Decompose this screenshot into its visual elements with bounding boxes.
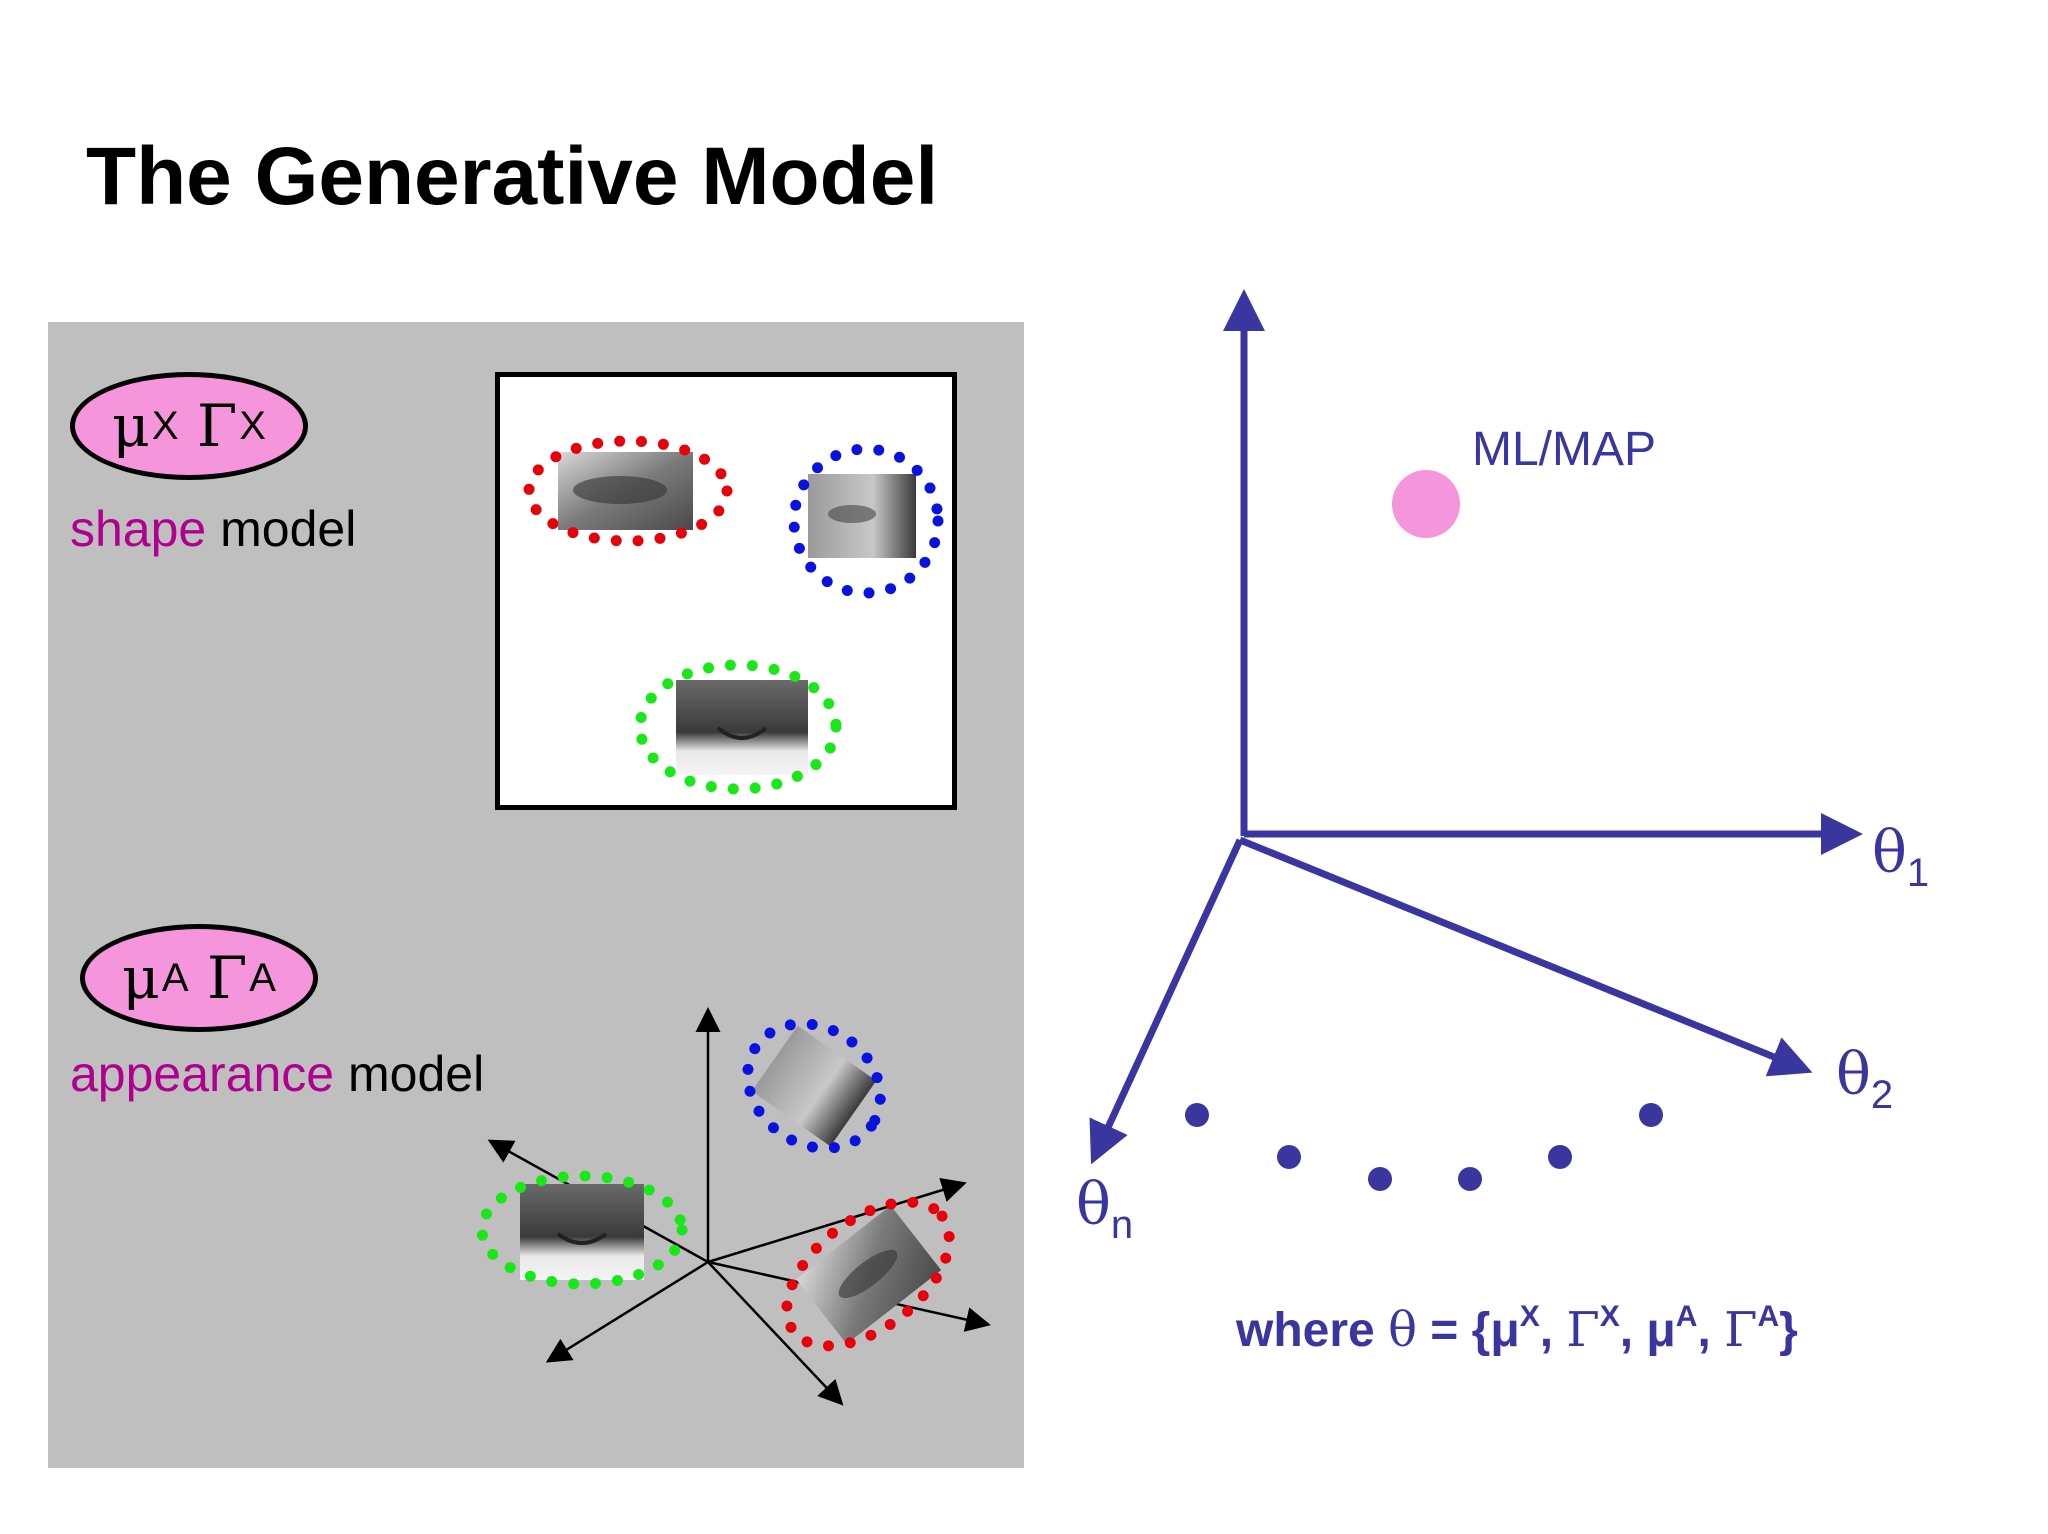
appearance-part-side <box>742 1018 886 1154</box>
slide-title: The Generative Model <box>86 131 939 222</box>
axis-thetan <box>1089 838 1244 1165</box>
ml-map-point <box>1392 470 1460 538</box>
appearance-nose-ellipse <box>476 1170 688 1290</box>
theta-2-symbol: θ <box>1836 1040 1871 1108</box>
appearance-axis-upper-right <box>707 1177 967 1264</box>
theta-n-subscript: n <box>1110 1203 1134 1247</box>
shape-part-eye <box>523 435 733 547</box>
appearance-part-nose <box>476 1170 688 1290</box>
where-theta: θ <box>1388 1302 1417 1358</box>
theta-2-label: θ2 <box>1836 1040 1893 1118</box>
nose-patch-mouth <box>716 726 768 740</box>
ellipsis-dot <box>1548 1145 1572 1169</box>
eye-dotted-ellipse <box>523 435 733 547</box>
shape-part-side <box>788 443 944 599</box>
shape-suffix: model <box>206 501 357 557</box>
theta-1-subscript: 1 <box>1906 851 1930 895</box>
axis-theta2 <box>1238 836 1813 1077</box>
ellipsis-dot <box>1277 1145 1301 1169</box>
where-equals: = { <box>1416 1304 1491 1357</box>
appearance-mean-superscript: A <box>161 955 189 1000</box>
appearance-word: appearance <box>70 1046 335 1102</box>
shape-mean-symbol: μ <box>112 392 150 460</box>
appearance-covariance-superscript: A <box>249 955 276 1000</box>
appearance-eye-detail <box>838 1249 898 1299</box>
where-close: } <box>1779 1304 1798 1357</box>
theta-1-symbol: θ <box>1872 818 1907 886</box>
appearance-mean-symbol: μ <box>122 944 160 1012</box>
parameter-axes <box>1089 289 1863 1165</box>
shape-part-nose <box>634 659 842 795</box>
theta-n-symbol: θ <box>1076 1170 1111 1238</box>
where-gamma-a: Γ <box>1724 1302 1758 1358</box>
where-gamma-a-sup: A <box>1757 1300 1780 1333</box>
appearance-axis-lower-left <box>545 1260 709 1363</box>
nose-patch-image <box>676 680 808 775</box>
appearance-part-eye <box>781 1196 955 1352</box>
where-separator: , <box>1697 1304 1725 1357</box>
eye-patch-detail <box>573 476 667 504</box>
where-mu-a: μ <box>1646 1304 1676 1357</box>
theta-1-label: θ1 <box>1872 818 1929 896</box>
appearance-nose-image <box>520 1184 644 1280</box>
side-patch-detail <box>828 505 876 523</box>
theta-definition: where θ = {μX, ΓX, μA, ΓA} <box>1236 1300 1798 1358</box>
theta-n-label: θn <box>1076 1170 1133 1248</box>
ellipsis-dot <box>1639 1103 1663 1127</box>
appearance-model-label: appearance model <box>70 1045 484 1103</box>
nose-dotted-ellipse <box>634 659 842 795</box>
axis-ellipsis-dots <box>1185 1103 1663 1191</box>
appearance-nose-mouth <box>556 1232 608 1245</box>
appearance-suffix: model <box>334 1046 485 1102</box>
where-gamma-x: Γ <box>1566 1302 1600 1358</box>
appearance-covariance-symbol: Γ <box>206 944 248 1012</box>
appearance-side-ellipse <box>742 1018 886 1154</box>
shape-covariance-superscript: X <box>239 403 266 448</box>
appearance-side-image <box>751 1025 877 1147</box>
shape-mean-superscript: X <box>151 403 179 448</box>
shape-model-label: shape model <box>70 500 356 558</box>
shape-covariance-symbol: Γ <box>196 392 238 460</box>
where-mu-x-sup: X <box>1519 1300 1540 1333</box>
where-prefix: where <box>1236 1304 1389 1357</box>
where-mu-a-sup: A <box>1675 1300 1698 1333</box>
where-separator: , <box>1539 1304 1567 1357</box>
ml-map-label: ML/MAP <box>1472 423 1657 476</box>
theta-2-subscript: 2 <box>1870 1073 1894 1117</box>
where-separator: , <box>1619 1304 1647 1357</box>
ellipsis-dot <box>1185 1103 1209 1127</box>
ellipsis-dot <box>1368 1167 1392 1191</box>
appearance-eye-ellipse <box>781 1196 955 1352</box>
where-gamma-x-sup: X <box>1599 1300 1620 1333</box>
appearance-axis-down <box>707 1261 844 1406</box>
where-mu-x: μ <box>1490 1304 1520 1357</box>
shape-word: shape <box>70 501 207 557</box>
ellipsis-dot <box>1458 1167 1482 1191</box>
side-dotted-circle <box>788 443 944 599</box>
